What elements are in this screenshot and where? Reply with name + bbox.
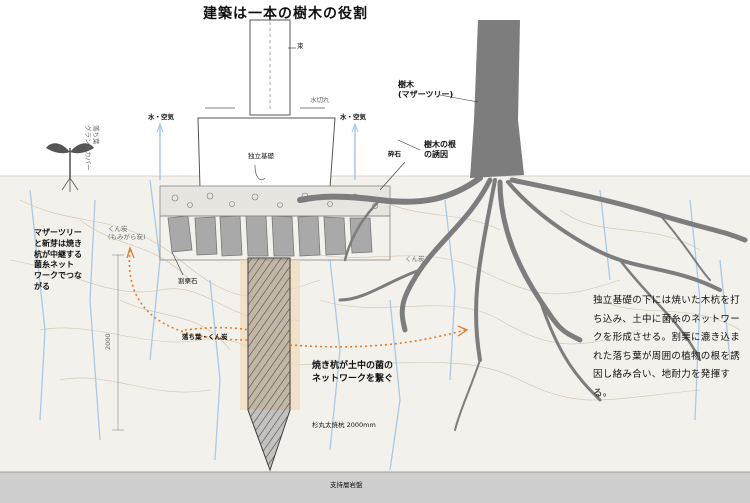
label-tree: 樹木 (マザーツリー) bbox=[398, 80, 454, 99]
label-humus-right: くん炭 bbox=[405, 255, 425, 263]
label-leaves-cover: 落ち葉 グランドカバー bbox=[83, 125, 100, 171]
leader-lines bbox=[171, 47, 479, 276]
tree-roots bbox=[297, 175, 748, 431]
seedling bbox=[46, 143, 94, 192]
gravel-bed bbox=[159, 185, 391, 217]
charred-pile bbox=[247, 257, 291, 472]
label-water-drop: 水切れ bbox=[310, 96, 330, 104]
fungal-network-arrows bbox=[128, 249, 466, 348]
label-humus-left: くん炭 (もみがら炭) bbox=[108, 225, 146, 242]
split-stones bbox=[167, 215, 373, 257]
label-mother-tree-note: マザーツリー と新芽は焼き 杭が中継する 菌糸ネット ワークでつな がる bbox=[34, 228, 82, 291]
label-pillar: 束 bbox=[297, 42, 304, 50]
soil-layer bbox=[0, 176, 750, 478]
label-depth-mark: 2000 bbox=[104, 333, 112, 350]
label-leaves-humus: 落ち葉・くん炭 bbox=[182, 333, 228, 341]
tree-trunk bbox=[470, 20, 524, 178]
description-text: 独立基礎の下には焼いた木杭を打ち込み、土中に菌糸のネットワークを形成させる。割栗… bbox=[593, 295, 741, 399]
water-flow-lines bbox=[29, 122, 731, 471]
label-foundation: 独立基礎 bbox=[248, 152, 274, 160]
bearing-rock-layer bbox=[0, 472, 750, 503]
label-gravel: 砕石 bbox=[388, 150, 401, 158]
label-pile-network: 焼き杭が土中の菌の ネットワークを繋ぐ bbox=[312, 361, 394, 384]
label-water-air-right: 水・空気 bbox=[340, 113, 366, 121]
diagram-title: 建築は一本の樹木の役割 bbox=[203, 6, 368, 22]
label-bearing-layer: 支持層岩盤 bbox=[330, 481, 363, 489]
label-root-inducement: 樹木の根 の誘因 bbox=[424, 140, 456, 159]
label-water-air-left: 水・空気 bbox=[148, 113, 174, 121]
label-split-stone: 割栗石 bbox=[178, 277, 198, 285]
depth-dimension bbox=[112, 254, 124, 431]
label-pile-spec: 杉丸太焼杭 2000mm bbox=[312, 421, 376, 429]
